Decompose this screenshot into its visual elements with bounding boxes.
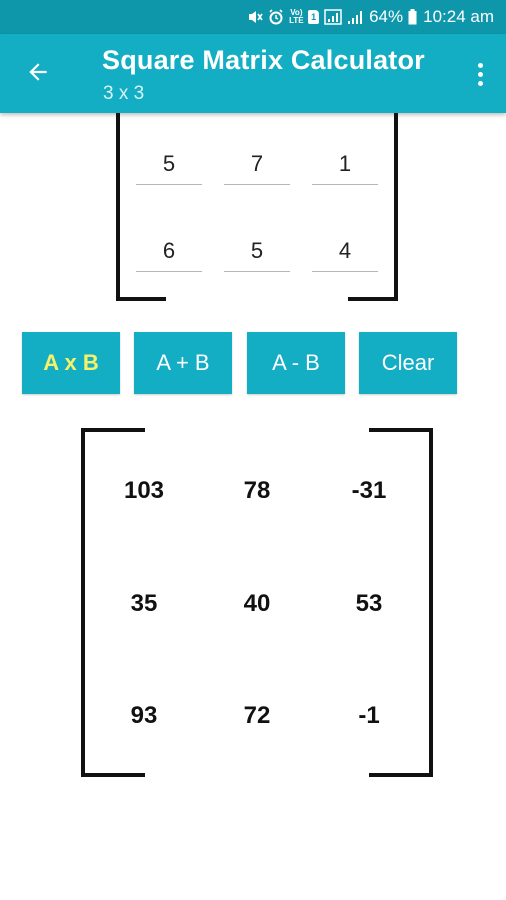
battery-icon xyxy=(408,9,417,25)
matrix-cell-input[interactable]: 5 xyxy=(136,144,202,185)
matrix-cell-input[interactable]: 1 xyxy=(312,144,378,185)
subtract-button[interactable]: A - B xyxy=(247,332,345,394)
sim-icon: 1 xyxy=(308,10,320,24)
result-cell: 53 xyxy=(355,590,383,617)
mute-icon xyxy=(247,9,263,25)
result-cell: 72 xyxy=(243,702,271,729)
matrix-bracket-left xyxy=(116,113,166,301)
result-cell: 93 xyxy=(130,702,158,729)
page-subtitle: 3 x 3 xyxy=(103,83,145,104)
page-title: Square Matrix Calculator xyxy=(102,45,425,75)
volte-icon: Vo)LTE xyxy=(289,8,304,25)
battery-percent: 64% xyxy=(369,7,404,26)
result-cell: 40 xyxy=(243,590,271,617)
result-cell: 103 xyxy=(123,477,165,504)
status-bar: Vo)LTE 1 64% 10:24 am xyxy=(0,0,506,34)
add-button[interactable]: A + B xyxy=(134,332,232,394)
alarm-icon xyxy=(268,9,284,25)
cell-signal-icon xyxy=(347,9,363,25)
more-vert-icon[interactable] xyxy=(468,56,492,92)
result-cell: -31 xyxy=(351,477,387,504)
matrix-cell-input[interactable]: 5 xyxy=(224,231,290,272)
matrix-cell-input[interactable]: 6 xyxy=(136,231,202,272)
matrix-bracket-right xyxy=(348,113,398,301)
clear-button[interactable]: Clear xyxy=(359,332,457,394)
result-bracket-left xyxy=(81,428,145,777)
clock: 10:24 am xyxy=(423,7,494,26)
arrow-left-icon xyxy=(25,59,51,90)
input-matrix: 5 7 1 6 5 4 xyxy=(116,113,398,303)
back-button[interactable] xyxy=(18,54,58,94)
matrix-cell-input[interactable]: 7 xyxy=(224,144,290,185)
result-bracket-right xyxy=(369,428,433,777)
result-cell: -1 xyxy=(358,702,380,729)
multiply-button[interactable]: A x B xyxy=(22,332,120,394)
result-cell: 35 xyxy=(130,590,158,617)
wifi-signal-icon xyxy=(324,9,342,25)
result-cell: 78 xyxy=(243,477,271,504)
result-matrix: 103 78 -31 35 40 53 93 72 -1 xyxy=(81,428,433,777)
app-bar: Square Matrix Calculator 3 x 3 xyxy=(0,34,506,113)
matrix-cell-input[interactable]: 4 xyxy=(312,231,378,272)
